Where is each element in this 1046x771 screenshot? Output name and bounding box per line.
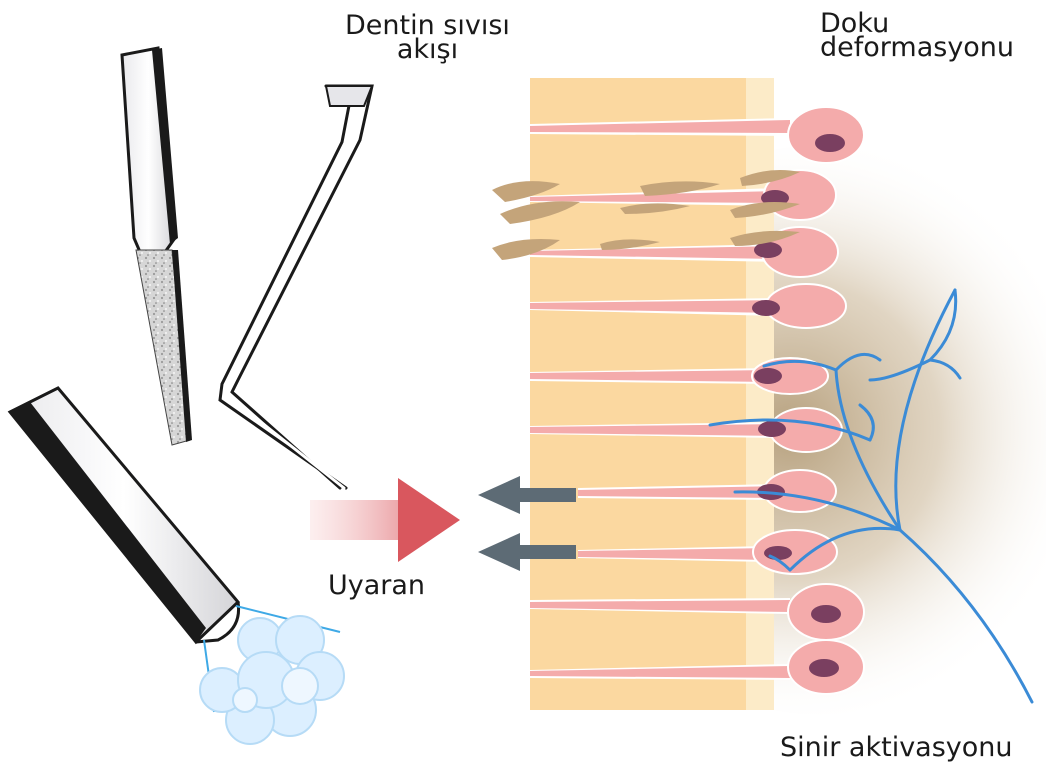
sandpaper-file-icon [122, 48, 192, 445]
stimulus-arrow [310, 478, 460, 562]
dentin-layer [530, 78, 748, 710]
nerve-activation-label: Sinir aktivasyonu [780, 736, 1013, 760]
air-puff-cloud [200, 606, 344, 744]
dentin-fluid-flow-label-line2: akışı [397, 34, 458, 65]
tissue-deformation-label-line2: deformasyonu [820, 32, 1014, 63]
stimulus-label: Uyaran [328, 574, 425, 598]
tissue-deformation-label: Doku deformasyonu [820, 12, 1014, 60]
dentin-fluid-flow-label: Dentin sıvısı akışı [345, 14, 510, 62]
dental-explorer-probe-icon [220, 86, 372, 488]
